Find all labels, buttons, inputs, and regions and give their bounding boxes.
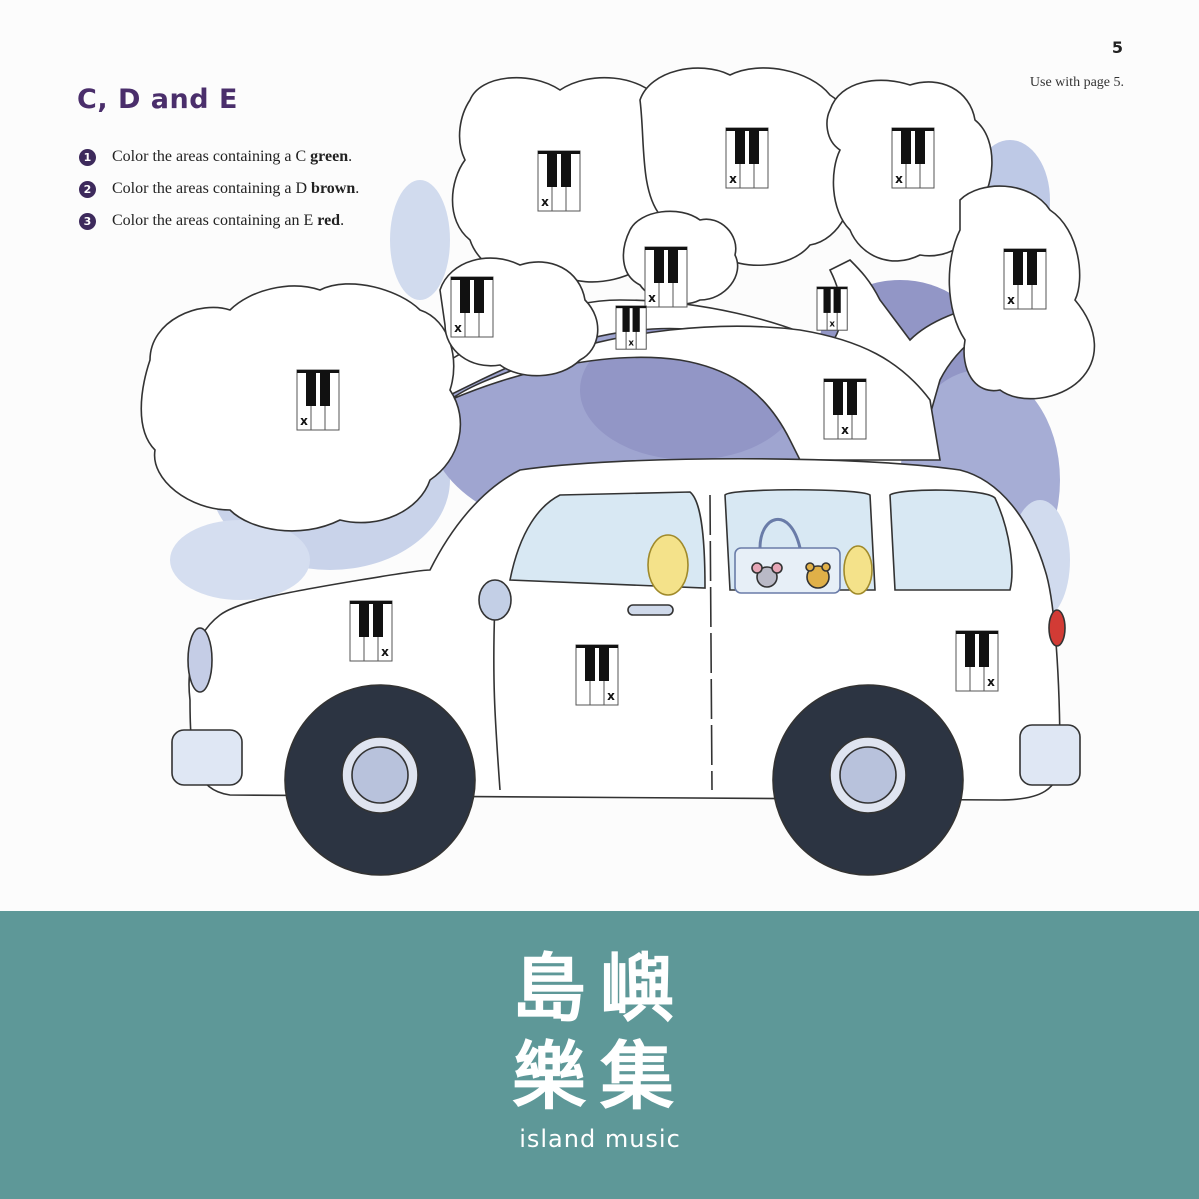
instruction-color-word: red <box>317 212 341 229</box>
svg-text:x: x <box>841 423 849 437</box>
piano-keyboard-icon-treetop-right-upper: x <box>891 127 935 189</box>
svg-text:x: x <box>648 291 656 305</box>
instruction-item: 3 Color the areas containing an E red. <box>79 205 359 237</box>
svg-text:x: x <box>829 319 835 329</box>
piano-keyboard-icon-car-door: x <box>575 644 619 706</box>
piano-keyboard-icon-treetop-left-large: x <box>296 369 340 431</box>
svg-text:x: x <box>895 172 903 186</box>
svg-text:x: x <box>607 689 615 703</box>
svg-text:x: x <box>454 321 462 335</box>
piano-keyboard-icon-treetop-far-right: x <box>1003 248 1047 310</box>
piano-keyboard-icon-branch-left: x <box>615 305 647 350</box>
footer-banner <box>0 911 1199 1199</box>
piano-keyboard-icon-treetop-center: x <box>725 127 769 189</box>
svg-text:x: x <box>987 675 995 689</box>
piano-keyboard-icon-treetop-mid-left: x <box>450 276 494 338</box>
car <box>171 457 1081 876</box>
piano-keyboard-icon-trunk: x <box>823 378 867 440</box>
page-number: 5 <box>1111 38 1123 57</box>
piano-keyboard-icon-treetop-left-upper: x <box>537 150 581 212</box>
instruction-color-word: brown <box>311 180 356 197</box>
piano-keyboard-icon-branch-right: x <box>816 286 848 331</box>
svg-text:x: x <box>541 195 549 209</box>
step-number-badge: 3 <box>79 212 96 230</box>
instruction-text: Color the areas containing an E <box>112 212 318 229</box>
logo-cjk-line2: 樂集 <box>512 1034 688 1120</box>
instruction-text: Color the areas containing a C <box>112 148 311 165</box>
svg-text:x: x <box>729 172 737 186</box>
piano-keyboard-icon-treetop-mid: x <box>644 246 688 308</box>
instruction-item: 2 Color the areas containing a D brown. <box>79 173 359 205</box>
instruction-item: 1 Color the areas containing a C green. <box>79 141 359 173</box>
svg-text:x: x <box>300 414 308 428</box>
logo-english: island music <box>519 1125 681 1153</box>
svg-text:x: x <box>1007 293 1015 307</box>
use-with-note: Use with page 5. <box>1029 75 1124 90</box>
svg-text:x: x <box>381 645 389 659</box>
piano-keyboard-icon-car-rear: x <box>955 630 999 692</box>
step-number-badge: 2 <box>79 180 96 198</box>
instructions-list: 1 Color the areas containing a C green. … <box>79 141 359 237</box>
instruction-text: Color the areas containing a D <box>112 180 312 197</box>
logo-cjk-line1: 島嶼 <box>512 946 688 1032</box>
svg-text:x: x <box>628 338 634 348</box>
workbook-page: 5 Use with page 5. C, D and E 1 Color th… <box>77 38 1124 876</box>
island-music-logo: 島嶼 樂集 island music <box>510 945 690 1153</box>
step-number-badge: 1 <box>79 148 96 166</box>
piano-keyboard-icon-car-hood: x <box>349 600 393 662</box>
tree-and-car-illustration <box>140 67 1096 876</box>
instruction-color-word: green <box>310 148 349 165</box>
page-title: C, D and E <box>77 84 238 115</box>
